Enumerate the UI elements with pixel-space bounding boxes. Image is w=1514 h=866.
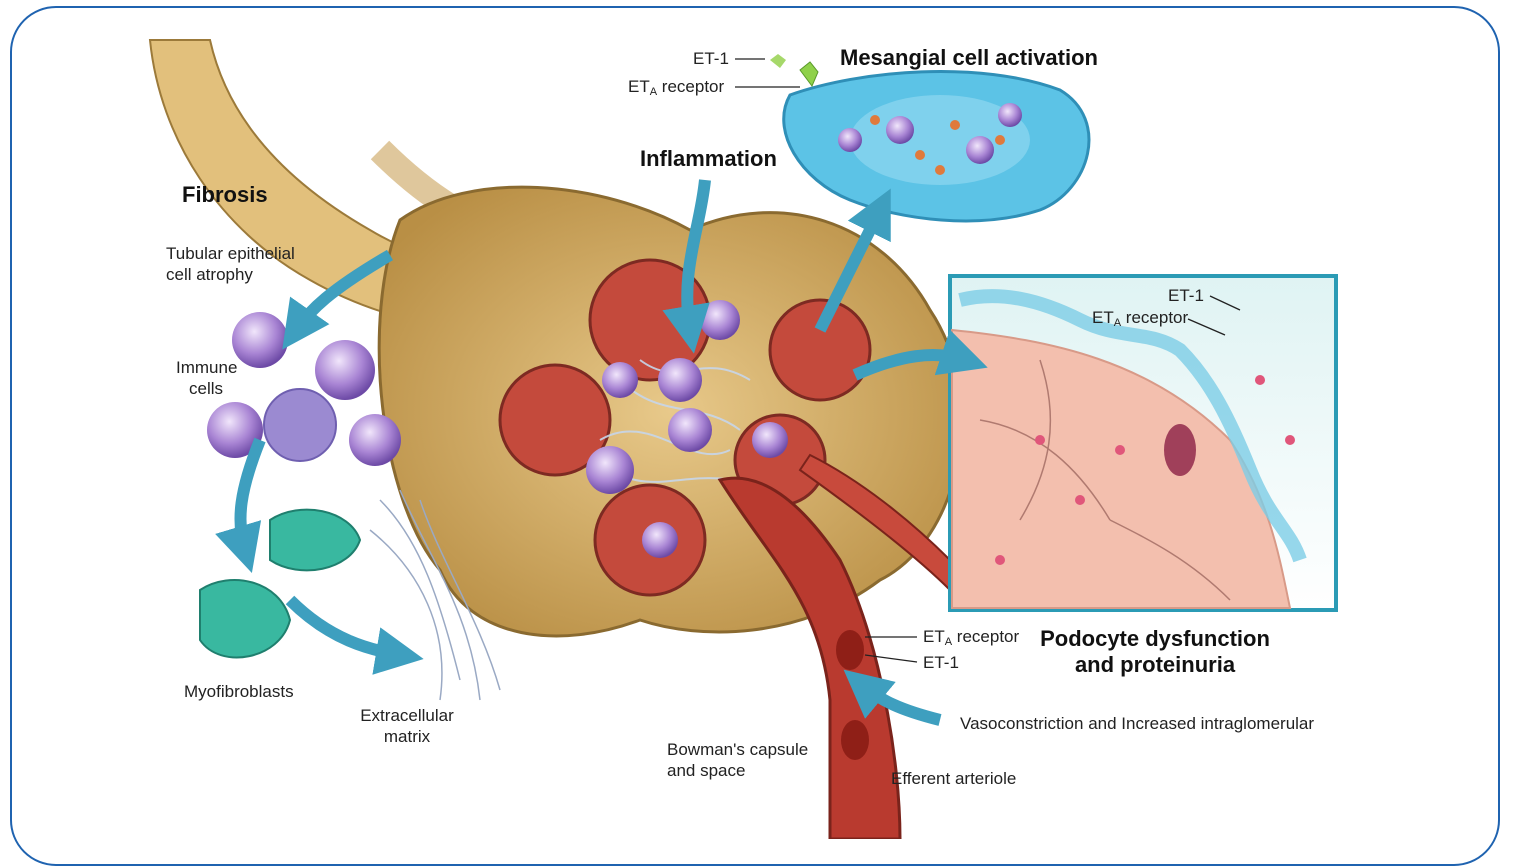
efferent-arteriole-label: Efferent arteriole — [891, 768, 1016, 789]
et1-label-inset: ET-1 — [1168, 285, 1204, 306]
eta-receptor-label-bottom: ETA receptor — [923, 626, 1019, 653]
immune-label-line1: Immune — [176, 357, 236, 378]
podocyte-title: Podocyte dysfunction and proteinuria — [1040, 626, 1270, 678]
eta-receptor-label-inset: ETA receptor — [1092, 307, 1188, 334]
ecm-label-line1: Extracellular — [352, 705, 462, 726]
eta-prefix: ET — [628, 77, 650, 96]
et1-label-top: ET-1 — [693, 48, 729, 69]
eta-suffix: receptor — [657, 77, 724, 96]
eta-suffix: receptor — [952, 627, 1019, 646]
fibrosis-title: Fibrosis — [182, 182, 268, 208]
eta-suffix: receptor — [1121, 308, 1188, 327]
podocyte-title-line2: and proteinuria — [1040, 652, 1270, 678]
vasoconstriction-label: Vasoconstriction and Increased intraglom… — [960, 713, 1314, 734]
bowman-label-line1: Bowman's capsule — [667, 739, 808, 760]
eta-sub: A — [650, 86, 657, 98]
immune-cells-label: Immune cells — [176, 357, 236, 399]
eta-prefix: ET — [1092, 308, 1114, 327]
et1-label-bottom: ET-1 — [923, 652, 959, 673]
podocyte-title-line1: Podocyte dysfunction — [1040, 626, 1270, 652]
eta-prefix: ET — [923, 627, 945, 646]
immune-label-line2: cells — [176, 378, 236, 399]
inflammation-title: Inflammation — [640, 146, 777, 172]
bowman-label: Bowman's capsule and space — [667, 739, 808, 781]
eta-receptor-label-top: ETA receptor — [628, 76, 724, 103]
tubular-atrophy-label: Tubular epithelial cell atrophy — [166, 243, 295, 285]
ecm-label: Extracellular matrix — [352, 705, 462, 747]
bowman-label-line2: and space — [667, 760, 808, 781]
eta-sub: A — [1114, 317, 1121, 329]
mesangial-title: Mesangial cell activation — [840, 45, 1098, 71]
eta-sub: A — [945, 636, 952, 648]
ecm-label-line2: matrix — [352, 726, 462, 747]
myofibroblasts-label: Myofibroblasts — [184, 681, 294, 702]
tubular-label-line1: Tubular epithelial — [166, 243, 295, 264]
tubular-label-line2: cell atrophy — [166, 264, 295, 285]
